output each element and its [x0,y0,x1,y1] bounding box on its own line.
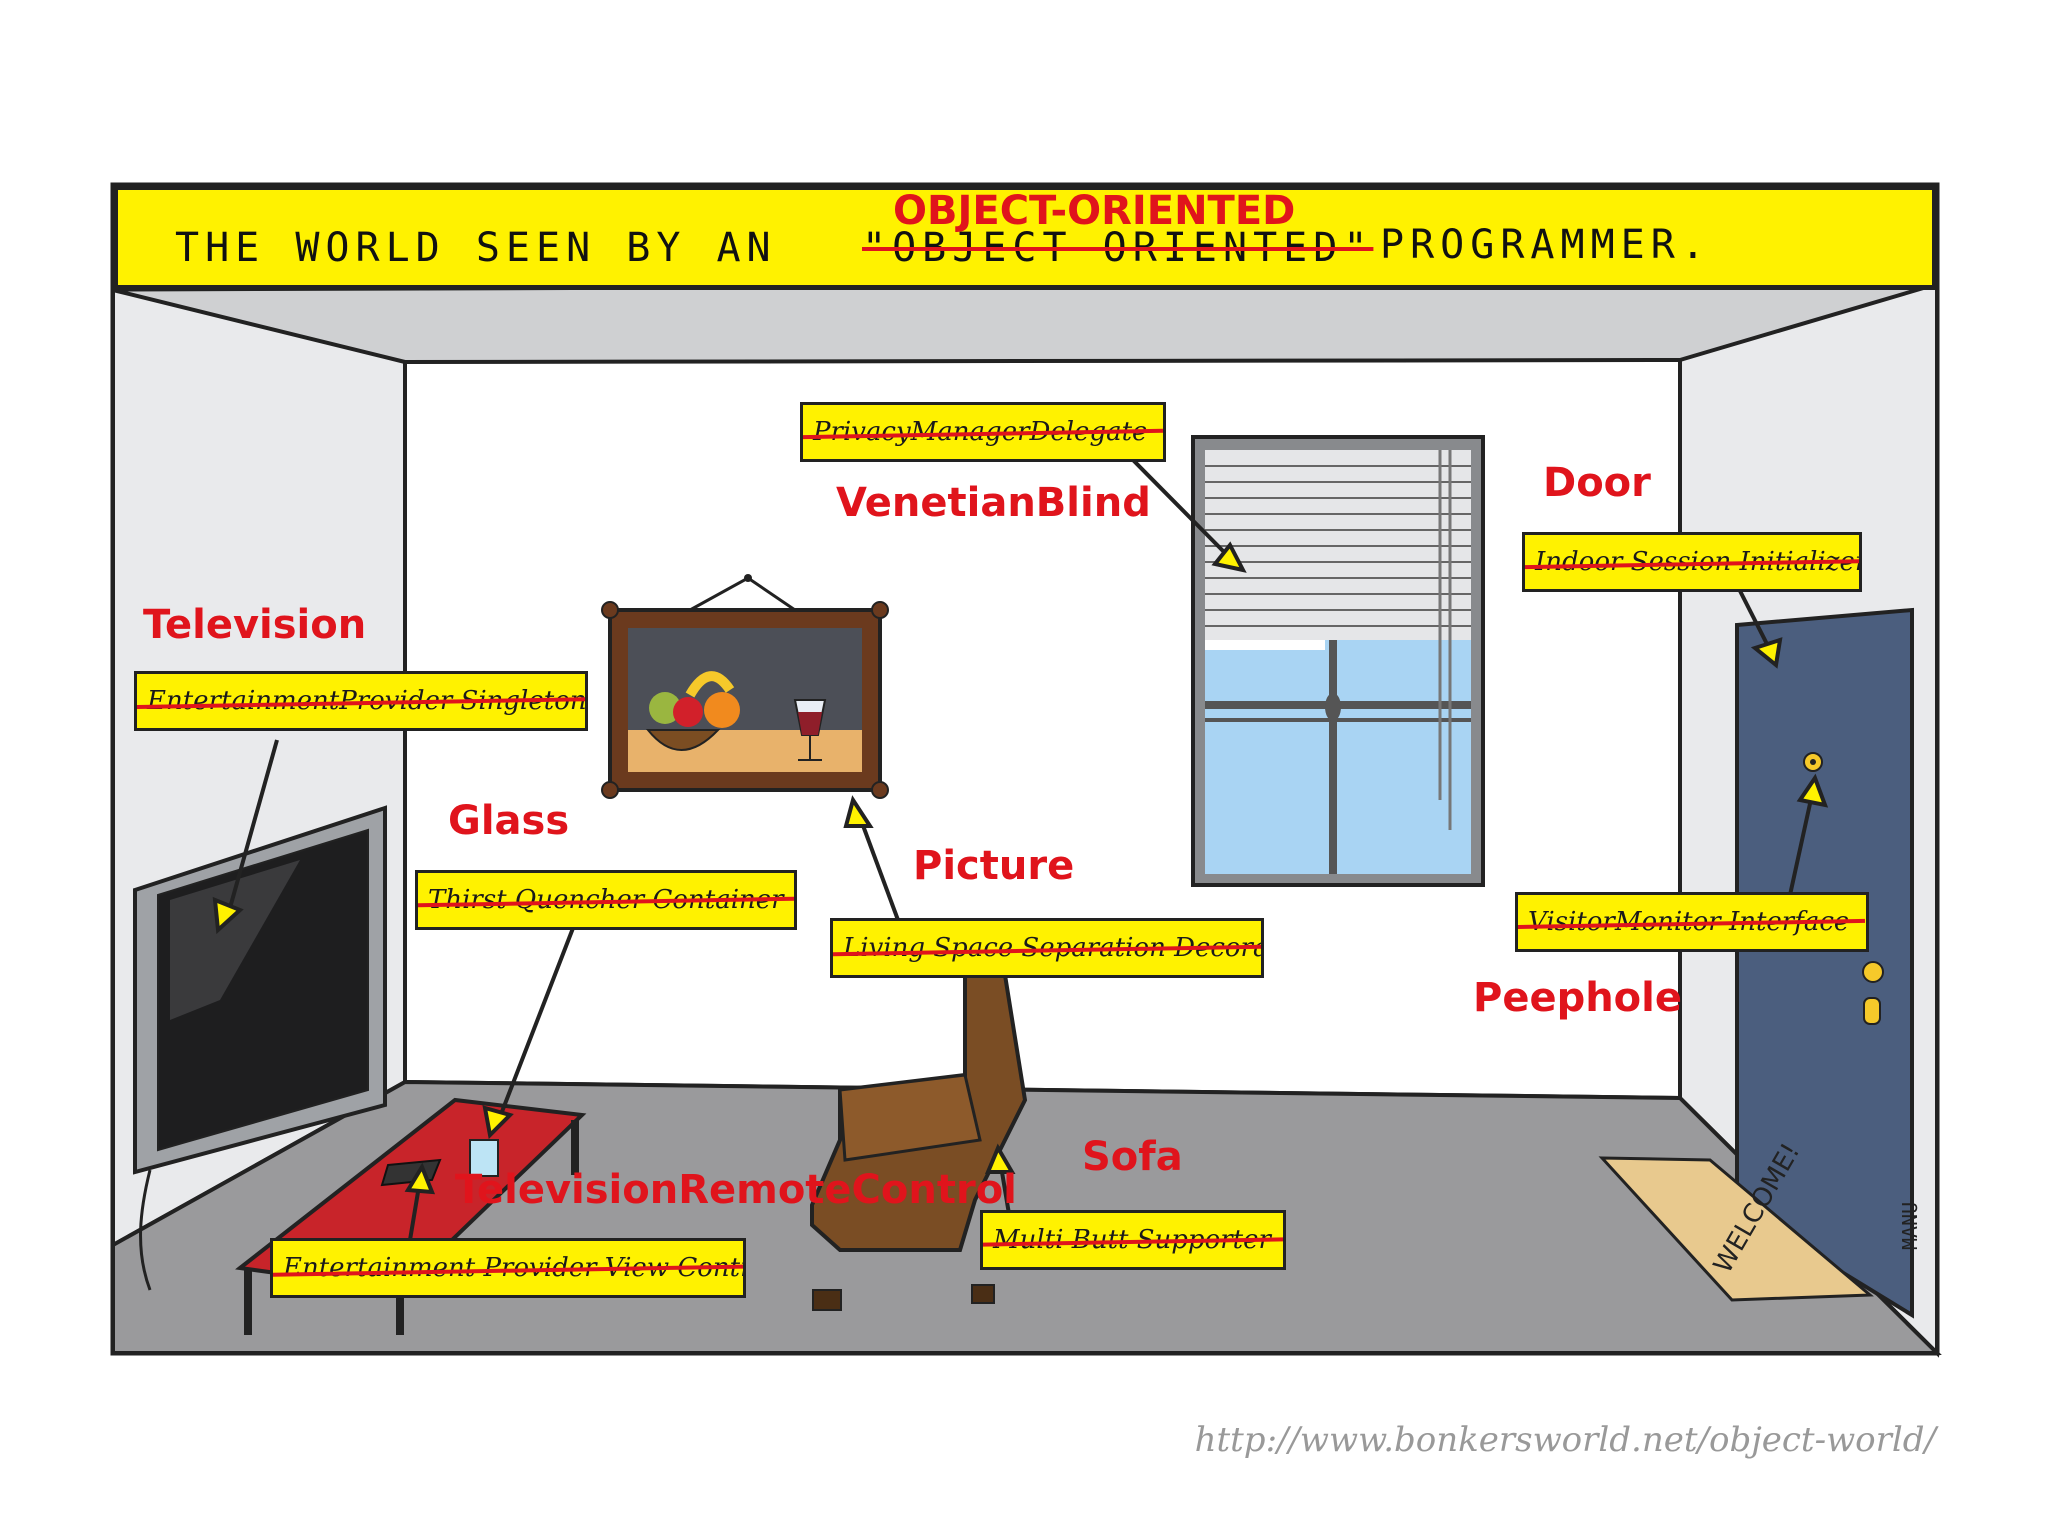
banner-original-term: "OBJECT ORIENTED" [862,225,1374,271]
tag-picture-text: Living Space Separation Decorator [833,933,1261,963]
label-picture: Picture [913,843,1075,889]
label-remote: TelevisionRemoteControl [455,1167,1017,1213]
label-television: Television [143,602,367,648]
pointer-arrows [212,458,1829,1241]
label-door: Door [1543,460,1651,506]
tag-glass: Thirst Quencher Container [415,870,797,930]
ceiling [112,282,1938,364]
artist-signature: MANU [1898,1201,1922,1250]
door-illustration [1735,607,1914,1319]
tag-remote: Entertainment Provider View Controller [270,1238,746,1298]
tag-peephole-text: VisitorMonitor Interface [1518,907,1866,937]
banner-correction: OBJECT-ORIENTED [893,188,1296,234]
label-blind: VenetianBlind [836,480,1151,526]
source-url: http://www.bonkersworld.net/object-world… [1194,1420,1936,1460]
tag-remote-text: Entertainment Provider View Controller [273,1253,743,1283]
label-glass: Glass [448,798,570,844]
banner-suffix: PROGRAMMER. [1380,222,1711,268]
tag-television: EntertainmentProvider Singleton [134,671,588,731]
tag-door: Indoor Session Initializer [1522,532,1862,592]
label-sofa: Sofa [1082,1134,1183,1180]
tag-blind: PrivacyManagerDelegate [800,402,1166,462]
banner-prefix: THE WORLD SEEN BY AN [175,225,777,271]
tag-picture: Living Space Separation Decorator [830,918,1264,978]
tag-glass-text: Thirst Quencher Container [418,885,794,915]
tag-peephole: VisitorMonitor Interface [1515,892,1869,952]
tag-sofa: Multi Butt Supporter [980,1210,1286,1270]
tag-sofa-text: Multi Butt Supporter [983,1225,1283,1255]
television-illustration [133,805,387,1291]
window-illustration [1191,435,1485,887]
title-banner [113,185,1937,290]
tag-television-text: EntertainmentProvider Singleton [137,686,585,716]
picture-illustration [601,574,889,799]
tag-blind-text: PrivacyManagerDelegate [803,417,1163,447]
tag-door-text: Indoor Session Initializer [1525,547,1859,577]
label-peephole: Peephole [1473,975,1683,1021]
